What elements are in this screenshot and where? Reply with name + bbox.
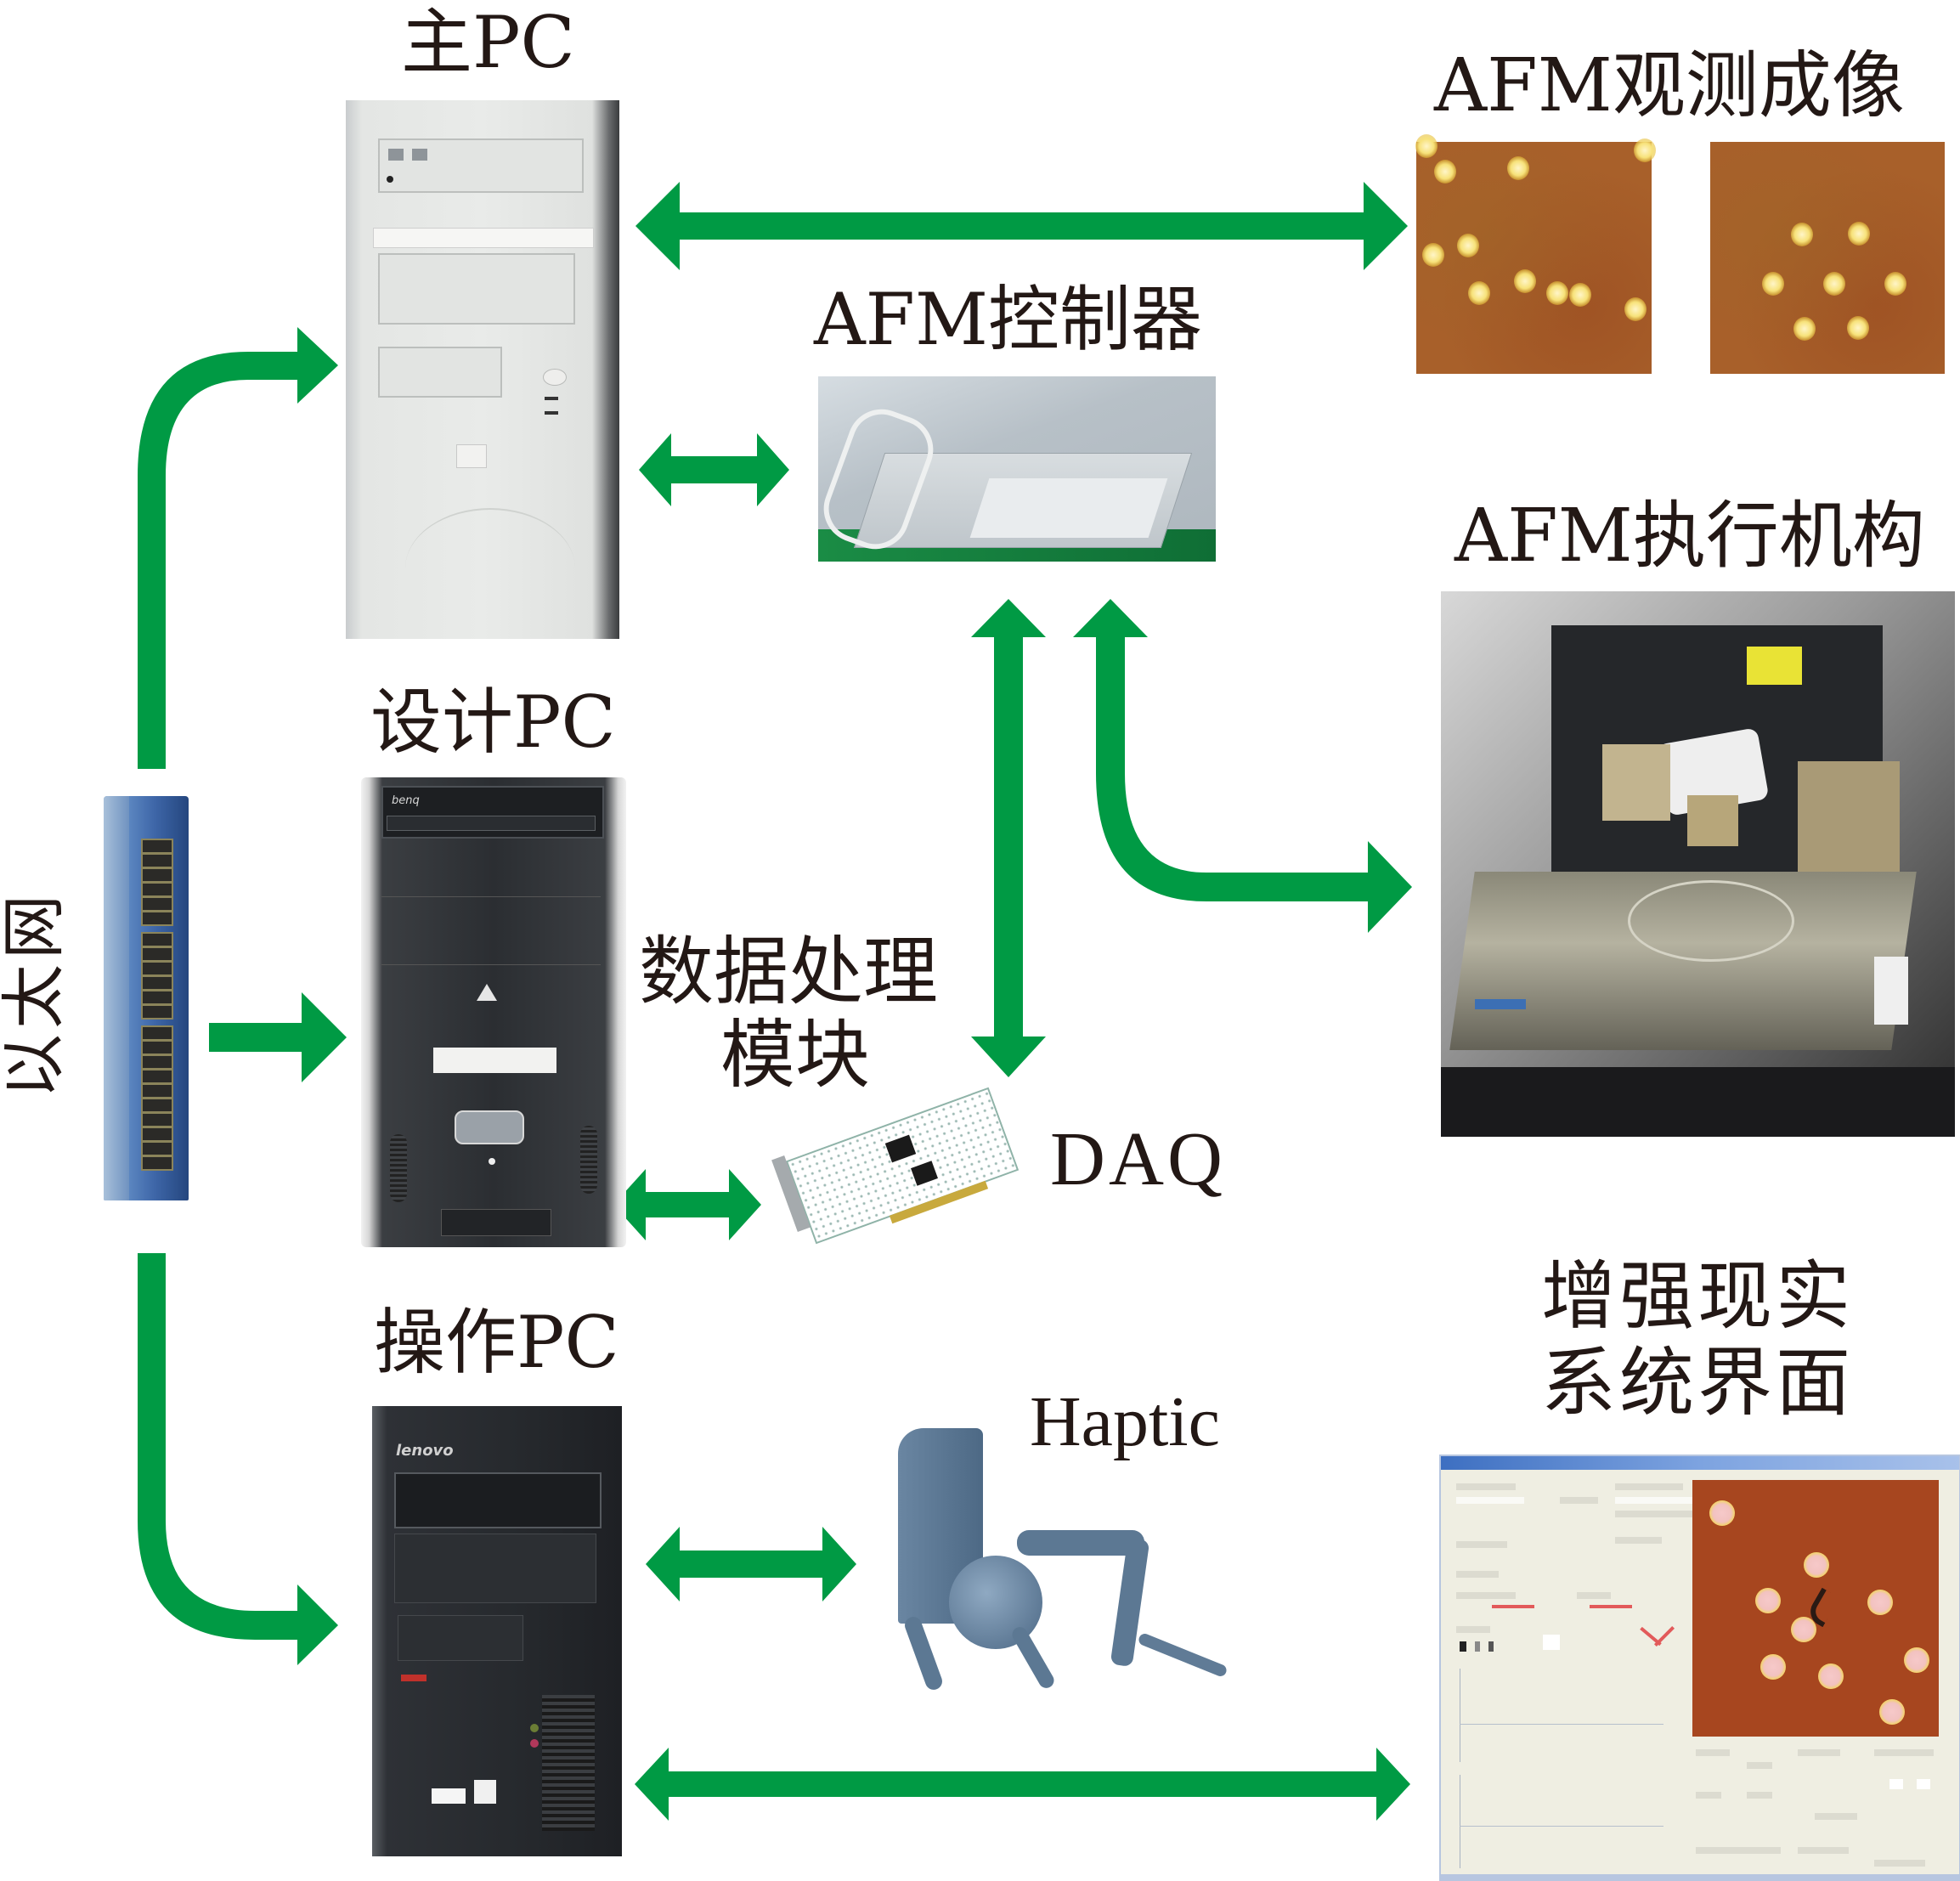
afm-particle: [1468, 280, 1491, 305]
floppy-drive: [378, 347, 502, 398]
arrow-ethernet-to-main-pc: [138, 327, 338, 769]
afm-particle: [1823, 272, 1845, 297]
arrow-main-pc-afm-controller: [639, 433, 789, 506]
switch-port: [141, 1112, 173, 1127]
ar-afm-live-image: [1692, 1480, 1939, 1737]
switch-port: [141, 1040, 173, 1055]
afm-particle: [1633, 138, 1656, 162]
switch-port: [141, 1004, 173, 1020]
switch-port: [141, 839, 173, 854]
arrow-main-pc-afm-imaging: [635, 182, 1408, 270]
ar-particle: [1904, 1647, 1930, 1673]
arrow-afm-controller-actuator: [1073, 599, 1412, 933]
afm-particle: [1791, 223, 1814, 247]
arrow-ethernet-to-operation-pc: [138, 1253, 338, 1665]
afm-particle: [1793, 316, 1816, 341]
label-data-processing-line2: 模块: [720, 1011, 871, 1099]
ar-particle: [1790, 1617, 1816, 1643]
ar-particle: [1754, 1587, 1781, 1613]
afm-controller-icon: [818, 376, 1216, 562]
switch-port: [141, 1054, 173, 1070]
ar-particle: [1867, 1590, 1893, 1616]
switch-port: [141, 882, 173, 897]
afm-particle: [1624, 297, 1647, 321]
afm-particle: [1847, 221, 1870, 246]
arrow-afm-controller-daq: [971, 599, 1046, 1077]
afm-particle: [1545, 281, 1568, 306]
label-main-pc: 主PC: [401, 1, 575, 84]
switch-port: [141, 853, 173, 868]
label-ethernet: 以太网: [0, 890, 71, 1099]
haptic-device-icon: [890, 1428, 1229, 1698]
switch-port: [141, 1141, 173, 1156]
label-afm-controller: AFM控制器: [814, 278, 1202, 361]
brand-logo-benq: benq: [392, 794, 420, 807]
afm-particle: [1434, 160, 1457, 184]
label-afm-imaging: AFM观测成像: [1434, 43, 1905, 128]
afm-particle: [1456, 233, 1479, 257]
switch-port: [141, 932, 173, 947]
afm-scan-image-1: [1415, 134, 1656, 374]
ar-particle: [1879, 1699, 1906, 1726]
afm-scan-image-2: [1710, 142, 1945, 374]
ar-plot-1: [1460, 1669, 1664, 1762]
ar-particle: [1817, 1663, 1844, 1689]
label-ar-interface-line2: 系统界面: [1541, 1339, 1855, 1426]
brand-logo-lenovo: lenovo: [396, 1442, 454, 1460]
switch-port: [141, 975, 173, 991]
ar-window-titlebar: [1441, 1456, 1959, 1470]
optical-drive: [378, 138, 584, 193]
label-daq: DAQ: [1050, 1117, 1226, 1201]
afm-particle: [1415, 134, 1438, 159]
main-pc-tower-icon: [346, 100, 619, 639]
ar-particle: [1804, 1551, 1830, 1578]
switch-port: [141, 1083, 173, 1099]
afm-particle: [1884, 271, 1907, 296]
ar-plot-2: [1460, 1775, 1664, 1868]
arrow-ethernet-to-design-pc: [209, 992, 347, 1082]
switch-port: [141, 1069, 173, 1084]
daq-pci-card-icon: [771, 1087, 1020, 1245]
switch-port: [141, 946, 173, 962]
label-afm-actuator: AFM执行机构: [1454, 494, 1925, 579]
afm-particle: [1762, 271, 1785, 296]
switch-port: [141, 1025, 173, 1041]
switch-port: [141, 1098, 173, 1113]
design-pc-tower-icon: benq: [361, 777, 626, 1247]
operation-pc-tower-icon: lenovo: [372, 1406, 622, 1856]
switch-port: [141, 867, 173, 883]
afm-particle: [1421, 243, 1444, 268]
ar-particle: [1709, 1500, 1735, 1527]
afm-particle: [1513, 269, 1536, 294]
ethernet-switch-icon: [104, 796, 189, 1200]
switch-port: [141, 911, 173, 926]
label-ar-interface-line1: 增强现实: [1541, 1252, 1855, 1340]
label-design-pc: 设计PC: [370, 681, 616, 764]
switch-port: [141, 896, 173, 912]
switch-port: [141, 961, 173, 976]
afm-particle: [1846, 316, 1869, 341]
arrow-operation-pc-ar-interface: [635, 1748, 1410, 1821]
label-data-processing-line1: 数据处理: [639, 928, 939, 1015]
switch-port: [141, 1155, 173, 1171]
switch-port: [141, 990, 173, 1005]
ar-particle: [1760, 1654, 1787, 1680]
label-haptic: Haptic: [1030, 1382, 1220, 1461]
arrow-design-pc-daq: [613, 1169, 761, 1240]
afm-particle: [1507, 155, 1530, 180]
arrow-operation-pc-haptic: [646, 1527, 856, 1601]
switch-port: [141, 1127, 173, 1142]
afm-particle: [1569, 282, 1592, 307]
switch-ports: [138, 839, 180, 1171]
ar-system-interface-window: [1439, 1455, 1960, 1881]
label-operation-pc: 操作PC: [374, 1301, 619, 1384]
afm-actuator-stage-icon: [1441, 591, 1955, 1137]
